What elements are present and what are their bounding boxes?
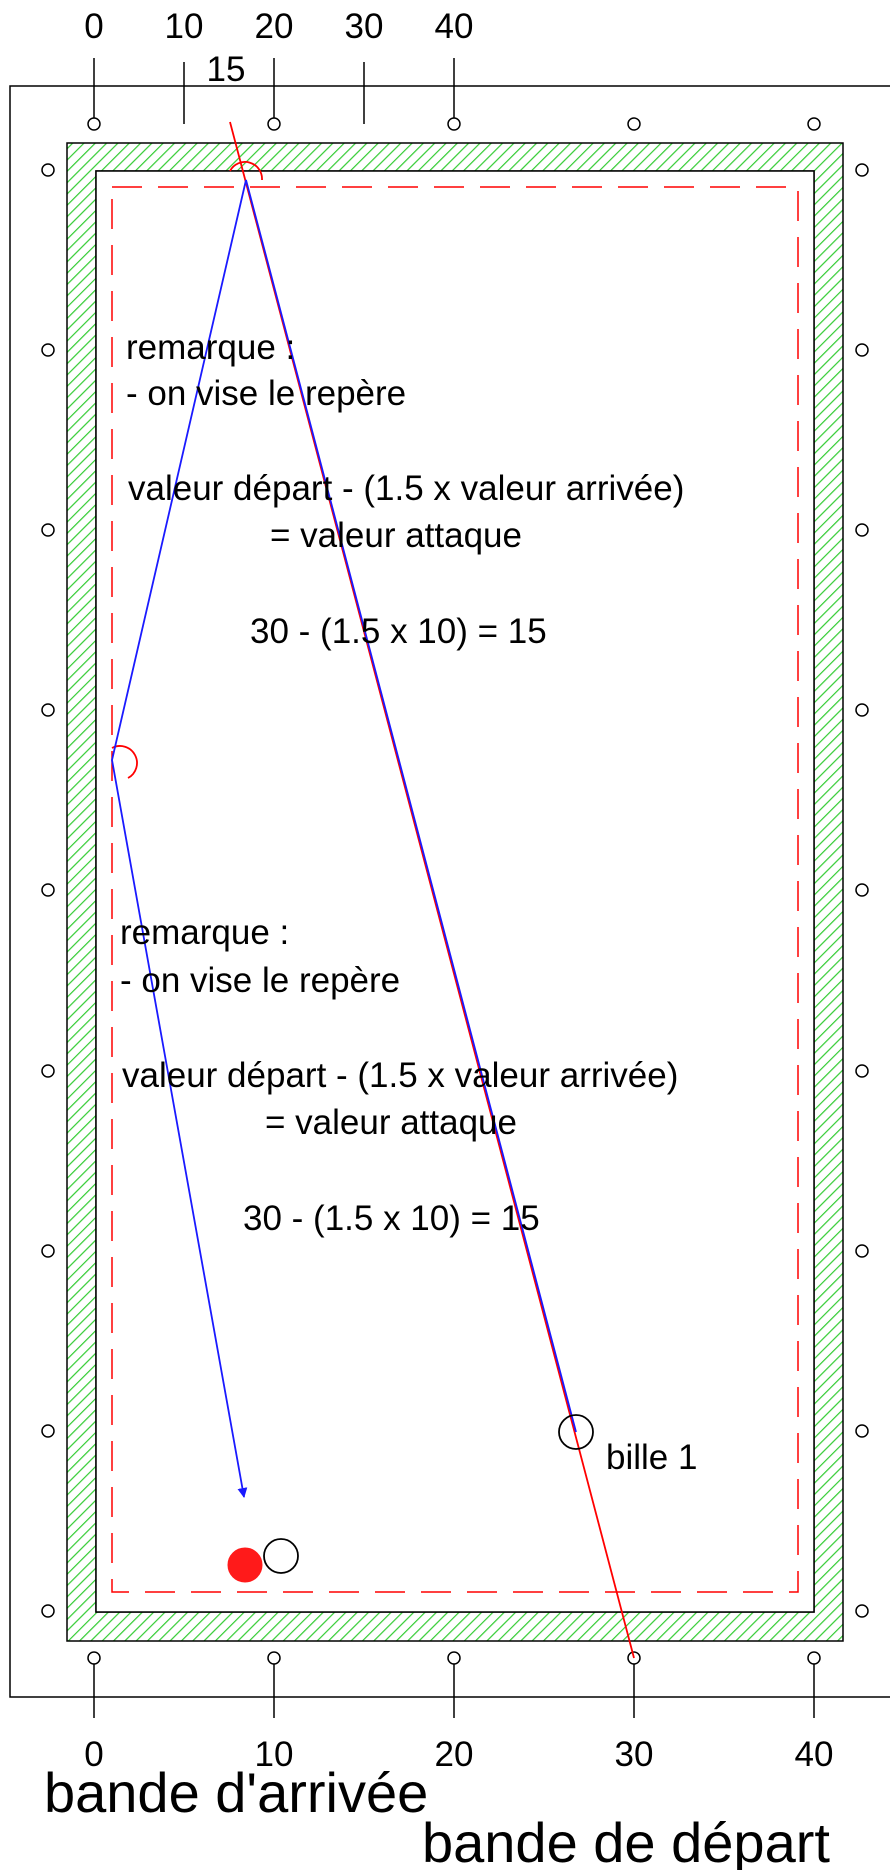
top-tick-label-40: 40 [435,7,474,46]
diamonds [41,117,869,1665]
bottom-tick-label-10: 10 [255,1735,294,1774]
rebound-marker-left [111,745,138,779]
bottom-scale-ticks [93,1664,815,1718]
note-example: 30 - (1.5 x 10) = 15 [250,612,547,651]
note-upper: remarque : - on vise le repère valeur dé… [126,328,684,651]
top-scale: 0 10 20 30 40 15 [84,7,473,124]
playing-limit [111,186,799,1593]
band-departure-label: bande de départ [422,1811,830,1870]
note-line: - on vise le repère [120,961,400,1000]
band-arrival-label: bande d'arrivée [44,1761,428,1824]
bottom-scale: 0 10 20 30 40 [84,1735,833,1774]
bottom-tick-label-30: 30 [615,1735,654,1774]
note-formula-result: = valeur attaque [265,1103,517,1142]
table-frame [9,85,890,1698]
note-formula: valeur départ - (1.5 x valeur arrivée) [122,1056,678,1095]
cue-ball-bille-1 [558,1414,594,1450]
note-formula-result: = valeur attaque [270,516,522,555]
ball-label: bille 1 [606,1438,697,1477]
top-tick-label-20: 20 [255,7,294,46]
note-example: 30 - (1.5 x 10) = 15 [243,1199,540,1238]
red-ball [227,1547,263,1583]
note-title: remarque : [120,913,289,952]
note-title: remarque : [126,328,295,367]
top-tick-label-30: 30 [345,7,384,46]
bottom-tick-label-0: 0 [84,1735,103,1774]
cushion [66,142,844,1642]
white-ball [263,1538,299,1574]
note-formula: valeur départ - (1.5 x valeur arrivée) [128,469,684,508]
top-tick-label-0: 0 [84,7,103,46]
rebound-marker-top [229,161,263,181]
ball-path [111,179,577,1498]
note-line: - on vise le repère [126,374,406,413]
note-lower: remarque : - on vise le repère valeur dé… [120,913,678,1238]
bottom-tick-label-40: 40 [795,1735,834,1774]
top-tick-label-10: 10 [165,7,204,46]
aim-value-label: 15 [207,50,246,89]
bottom-tick-label-20: 20 [435,1735,474,1774]
